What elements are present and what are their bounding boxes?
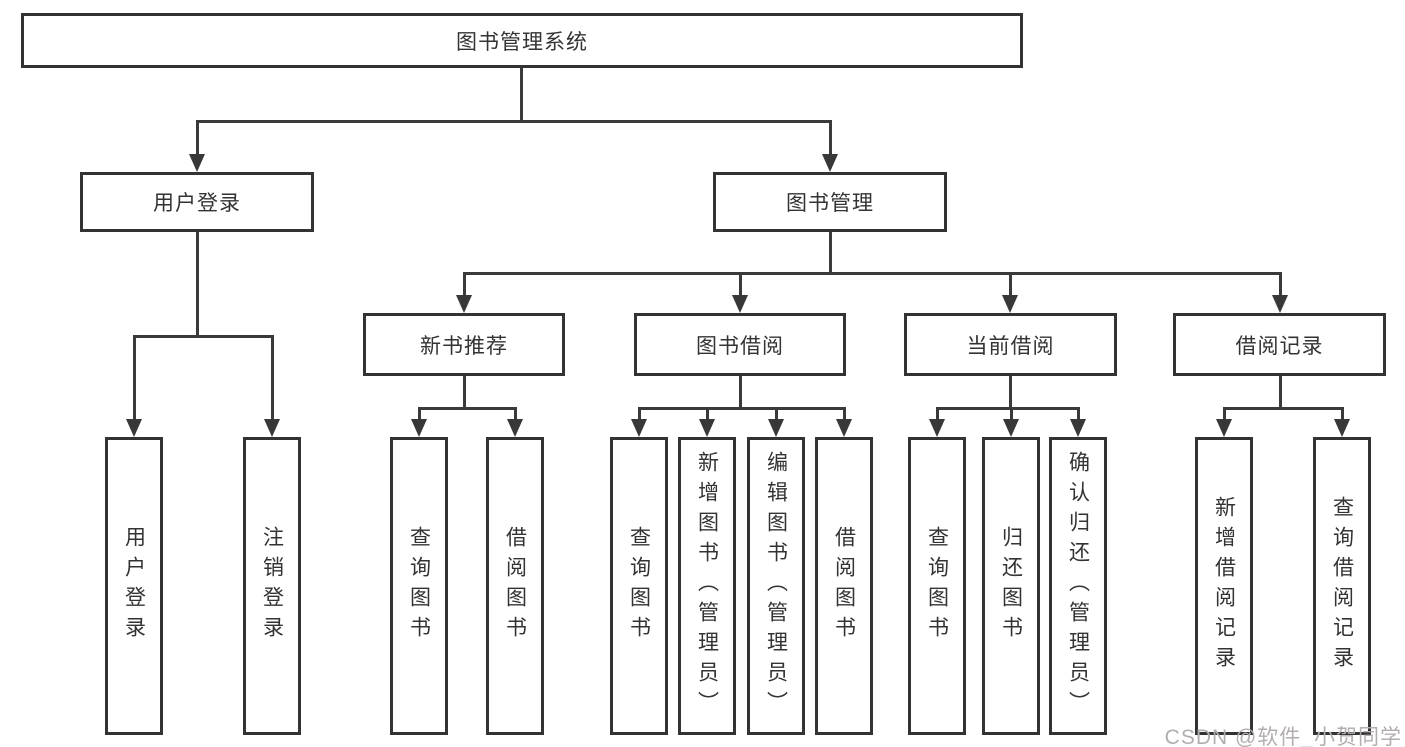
connector-leaf-leg (1077, 407, 1080, 423)
leaf-logout-label: 注销登录 (260, 526, 284, 646)
arrowhead-icon (699, 419, 715, 437)
node-book-borrow: 图书借阅 (634, 313, 846, 376)
leaf-borrow-query: 查询图书 (610, 437, 668, 735)
connector-leaf-leg (706, 407, 709, 423)
leaf-record-query: 查询借阅记录 (1313, 437, 1371, 735)
connector-l2-rail (463, 272, 1281, 275)
node-new-book-recommend: 新书推荐 (363, 313, 565, 376)
connector-l2-leg (1279, 272, 1282, 298)
connector-userlogin-drop (196, 232, 199, 335)
leaf-borrow-query-label: 查询图书 (627, 526, 651, 646)
connector-leaf-leg (1223, 407, 1226, 423)
leaf-current-return: 归还图书 (982, 437, 1040, 735)
node-user-login: 用户登录 (80, 172, 314, 232)
csdn-watermark: CSDN @软件_小贺同学 (1164, 726, 1402, 747)
leaf-record-add: 新增借阅记录 (1195, 437, 1253, 735)
node-current-borrow: 当前借阅 (904, 313, 1117, 376)
connector-l1-rail (196, 120, 832, 123)
connector-root-drop (520, 68, 523, 120)
leaf-current-query: 查询图书 (908, 437, 966, 735)
connector-leaf-leg (271, 335, 274, 421)
leaf-logout: 注销登录 (243, 437, 301, 735)
leaf-borrow-add-admin: 新增图书（管理员） (678, 437, 736, 735)
connector-l2-drop (1009, 376, 1012, 407)
leaf-user-login: 用户登录 (105, 437, 163, 735)
connector-l1-leg (829, 120, 832, 158)
arrowhead-icon (836, 419, 852, 437)
arrowhead-icon (1003, 419, 1019, 437)
leaf-borrow-borrow-label: 借阅图书 (832, 526, 856, 646)
arrowhead-icon (411, 419, 427, 437)
connector-leaf-leg (775, 407, 778, 423)
leaf-record-query-label: 查询借阅记录 (1330, 496, 1354, 676)
node-root-label: 图书管理系统 (456, 30, 588, 54)
arrowhead-icon (732, 295, 748, 313)
leaf-newbook-borrow-label: 借阅图书 (503, 526, 527, 646)
node-borrow-records-label: 借阅记录 (1235, 334, 1324, 358)
connector-leaf-leg (843, 407, 846, 423)
leaf-borrow-edit-admin: 编辑图书（管理员） (747, 437, 805, 735)
leaf-borrow-add-admin-label: 新增图书（管理员） (695, 451, 719, 721)
arrowhead-icon (1216, 419, 1232, 437)
connector-leaf-rail (418, 407, 516, 410)
arrowhead-icon (189, 154, 205, 172)
arrowhead-icon (1272, 295, 1288, 313)
node-new-book-recommend-label: 新书推荐 (420, 334, 508, 358)
leaf-record-add-label: 新增借阅记录 (1212, 496, 1236, 676)
leaf-current-confirm-admin: 确认归还（管理员） (1049, 437, 1107, 735)
connector-leaf-leg (638, 407, 641, 423)
connector-l2-drop (739, 376, 742, 407)
leaf-newbook-borrow: 借阅图书 (486, 437, 544, 735)
arrowhead-icon (1070, 419, 1086, 437)
connector-userlogin-rail (133, 335, 273, 338)
arrowhead-icon (631, 419, 647, 437)
connector-leaf-leg (936, 407, 939, 423)
arrowhead-icon (768, 419, 784, 437)
node-borrow-records: 借阅记录 (1173, 313, 1386, 376)
arrowhead-icon (1334, 419, 1350, 437)
connector-l1-leg (196, 120, 199, 158)
leaf-newbook-query-label: 查询图书 (407, 526, 431, 646)
connector-leaf-leg (418, 407, 421, 423)
node-book-management: 图书管理 (713, 172, 947, 232)
node-book-management-label: 图书管理 (786, 192, 874, 215)
connector-leaf-leg (1010, 407, 1013, 423)
connector-l2-leg (739, 272, 742, 298)
node-user-login-label: 用户登录 (153, 192, 241, 215)
arrowhead-icon (126, 419, 142, 437)
connector-l2-drop (1279, 376, 1282, 407)
arrowhead-icon (822, 154, 838, 172)
connector-l2-drop (463, 376, 466, 407)
arrowhead-icon (456, 295, 472, 313)
connector-bookmgmt-drop (829, 232, 832, 272)
connector-leaf-rail (638, 407, 845, 410)
leaf-current-return-label: 归还图书 (999, 526, 1023, 646)
leaf-borrow-edit-admin-label: 编辑图书（管理员） (764, 451, 788, 721)
connector-leaf-rail (1223, 407, 1343, 410)
connector-leaf-leg (1341, 407, 1344, 423)
leaf-current-query-label: 查询图书 (925, 526, 949, 646)
connector-l2-leg (463, 272, 466, 298)
arrowhead-icon (264, 419, 280, 437)
node-root: 图书管理系统 (21, 13, 1023, 68)
connector-l2-leg (1009, 272, 1012, 298)
leaf-borrow-borrow: 借阅图书 (815, 437, 873, 735)
arrowhead-icon (507, 419, 523, 437)
leaf-newbook-query: 查询图书 (390, 437, 448, 735)
node-current-borrow-label: 当前借阅 (966, 334, 1055, 358)
arrowhead-icon (929, 419, 945, 437)
arrowhead-icon (1002, 295, 1018, 313)
connector-leaf-rail (936, 407, 1079, 410)
leaf-user-login-label: 用户登录 (122, 526, 146, 646)
node-book-borrow-label: 图书借阅 (696, 334, 784, 358)
connector-leaf-leg (133, 335, 136, 421)
leaf-current-confirm-admin-label: 确认归还（管理员） (1066, 451, 1090, 721)
connector-leaf-leg (514, 407, 517, 423)
